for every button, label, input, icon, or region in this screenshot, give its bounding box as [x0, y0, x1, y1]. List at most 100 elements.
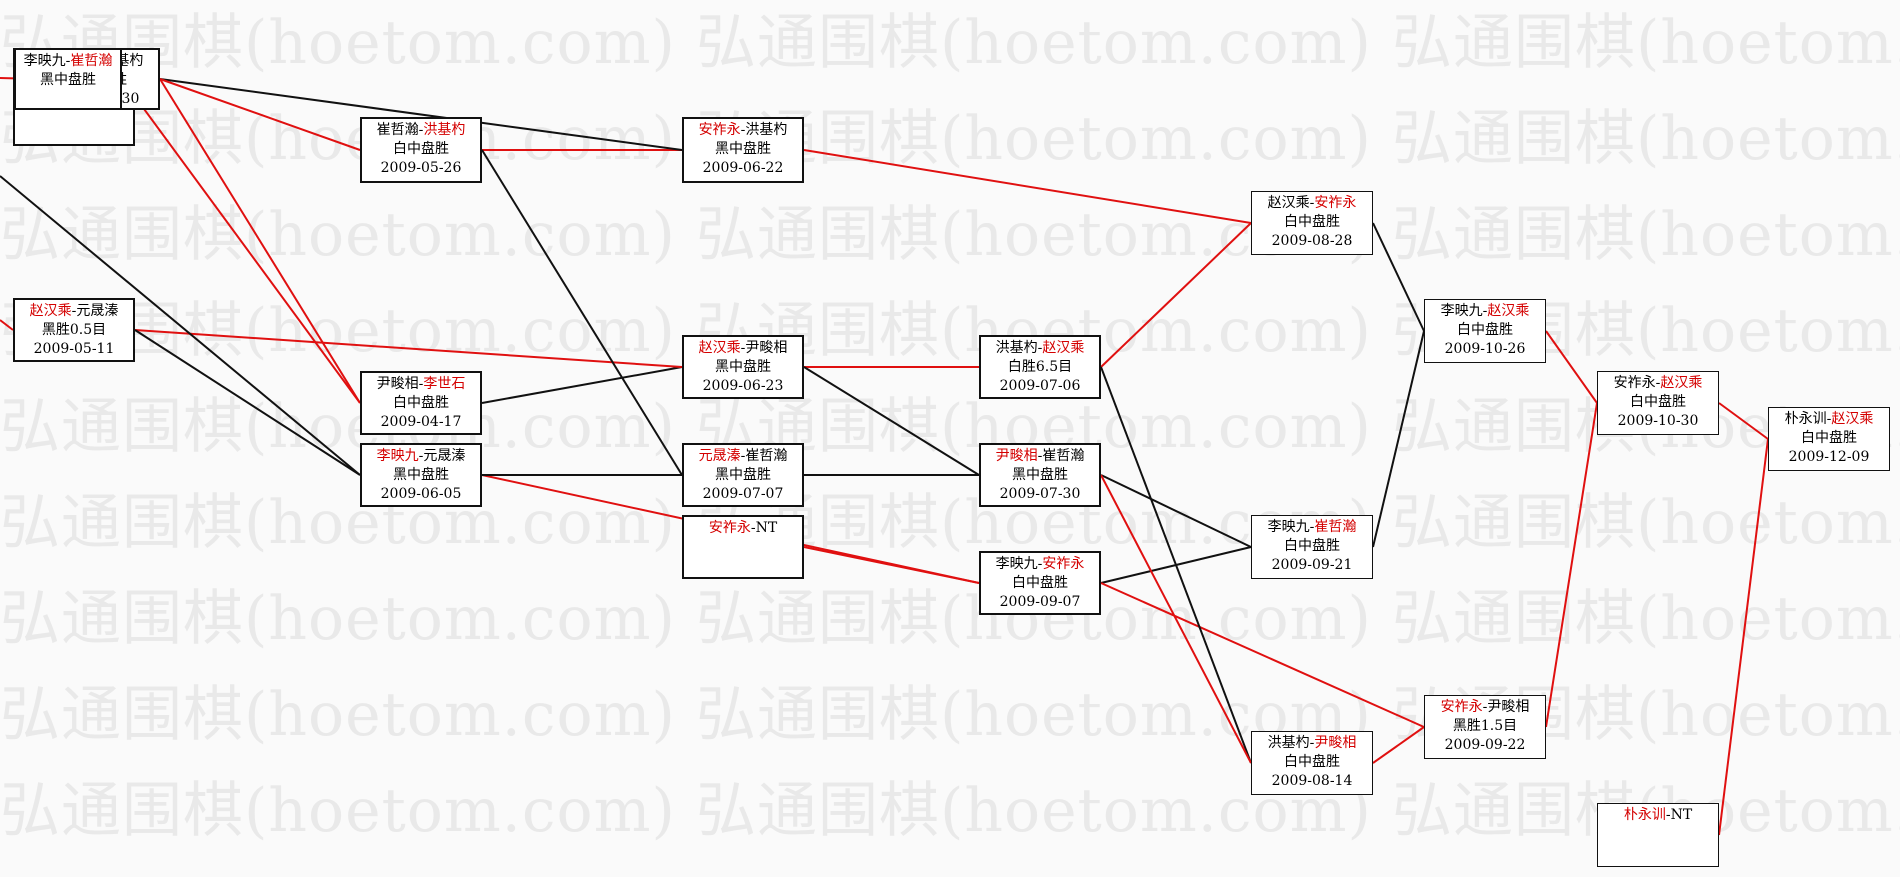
vs-separator: -: [750, 520, 756, 536]
connector-line: [1100, 474, 1252, 548]
game-date: 2009-06-05: [380, 486, 462, 502]
vs-separator: -: [1037, 448, 1043, 464]
connector-line: [803, 366, 980, 476]
vs-separator: -: [740, 448, 746, 464]
player-white: 李世石: [423, 376, 466, 392]
game-result: 黑胜0.5目: [41, 322, 107, 338]
player-white: 元晟溱: [76, 303, 119, 319]
game-date: 2009-07-06: [999, 378, 1081, 394]
connector-line: [0, 175, 361, 476]
player-black: 尹畯相: [995, 448, 1038, 464]
vs-separator: -: [65, 53, 71, 69]
player-black: 李映九: [1267, 519, 1310, 535]
game-players: 安祚永-NT: [684, 519, 802, 538]
game-result: 黑中盘胜: [715, 141, 771, 157]
player-black: 李映九: [23, 53, 66, 69]
vs-separator: -: [1309, 519, 1315, 535]
vs-separator: -: [1665, 807, 1671, 823]
game-date: 2009-08-14: [1271, 773, 1353, 789]
game-node[interactable]: 赵汉乘-安祚永白中盘胜 2009-08-28: [1251, 191, 1373, 255]
game-result: 黑中盘胜: [715, 359, 771, 375]
game-date: 2009-09-07: [999, 594, 1081, 610]
connector-line: [1718, 438, 1769, 836]
game-node[interactable]: 洪基杓-尹畯相白中盘胜 2009-08-14: [1251, 731, 1373, 795]
player-white: 安祚永: [1314, 195, 1357, 211]
player-white: 赵汉乘: [1660, 375, 1703, 391]
vs-separator: -: [1482, 699, 1488, 715]
connector-line: [1545, 402, 1598, 728]
game-result: 黑中盘胜: [715, 467, 771, 483]
game-players: 李映九-赵汉乘: [1425, 302, 1545, 321]
game-players: 尹畯相-崔哲瀚: [981, 447, 1099, 466]
game-players: 洪基杓-赵汉乘: [981, 339, 1099, 358]
game-players: 安祚永-赵汉乘: [1598, 374, 1718, 393]
player-black: 朴永训: [1623, 807, 1666, 823]
player-black: 安祚永: [698, 122, 741, 138]
game-result: 白中盘胜: [1630, 394, 1686, 410]
player-black: 李映九: [376, 448, 419, 464]
vs-separator: -: [418, 122, 424, 138]
game-date: 2009-05-11: [33, 341, 115, 357]
player-black: 崔哲瀚: [376, 122, 419, 138]
player-white: 崔哲瀚: [70, 53, 113, 69]
connector-line: [1100, 366, 1252, 764]
game-date: 2009-08-28: [1271, 233, 1353, 249]
game-node[interactable]: 安祚永-NT: [682, 515, 804, 579]
player-black: 安祚永: [1613, 375, 1656, 391]
game-node[interactable]: 李映九-崔哲瀚黑中盘胜: [14, 48, 122, 110]
connector-line: [121, 78, 361, 404]
player-black: 赵汉乘: [29, 303, 72, 319]
game-result: 白中盘胜: [1284, 754, 1340, 770]
game-players: 赵汉乘-安祚永: [1252, 194, 1372, 213]
connector-line: [1372, 330, 1425, 548]
player-white: 崔哲瀚: [1314, 519, 1357, 535]
connector-line: [1718, 402, 1769, 440]
game-players: 安祚永-洪基杓: [684, 121, 802, 140]
player-white: 安祚永: [1042, 556, 1085, 572]
game-players: 洪基杓-尹畯相: [1252, 734, 1372, 753]
game-players: 安祚永-尹畯相: [1425, 698, 1545, 717]
player-white: 赵汉乘: [1487, 303, 1530, 319]
player-black: 安祚永: [1440, 699, 1483, 715]
player-white: 洪基杓: [423, 122, 466, 138]
connector-line: [481, 149, 683, 476]
game-result: 黑中盘胜: [40, 72, 96, 88]
game-date: 2009-10-30: [1617, 413, 1699, 429]
game-result: 白中盘胜: [1284, 214, 1340, 230]
game-date: 2009-09-22: [1444, 737, 1526, 753]
game-result: 白中盘胜: [1801, 430, 1857, 446]
vs-separator: -: [418, 448, 424, 464]
game-players: 朴永训-赵汉乘: [1769, 410, 1889, 429]
connector-line: [1372, 726, 1425, 764]
player-white: 崔哲瀚: [1042, 448, 1085, 464]
connector-line: [134, 329, 361, 476]
player-black: 洪基杓: [995, 340, 1038, 356]
player-white: 尹畯相: [1314, 735, 1357, 751]
game-node[interactable]: 朴永训-NT: [1597, 803, 1719, 867]
game-date: 2009-06-23: [702, 378, 784, 394]
vs-separator: -: [1309, 195, 1315, 211]
player-white: 尹畯相: [1487, 699, 1530, 715]
player-black: 安祚永: [708, 520, 751, 536]
game-result: 黑中盘胜: [1012, 467, 1068, 483]
connector-line: [1100, 474, 1252, 764]
game-node[interactable]: 安祚永-赵汉乘白中盘胜 2009-10-30: [1597, 371, 1719, 435]
player-black: 赵汉乘: [698, 340, 741, 356]
game-result: 白中盘胜: [393, 395, 449, 411]
vs-separator: -: [1482, 303, 1488, 319]
player-black: 元晟溱: [698, 448, 741, 464]
